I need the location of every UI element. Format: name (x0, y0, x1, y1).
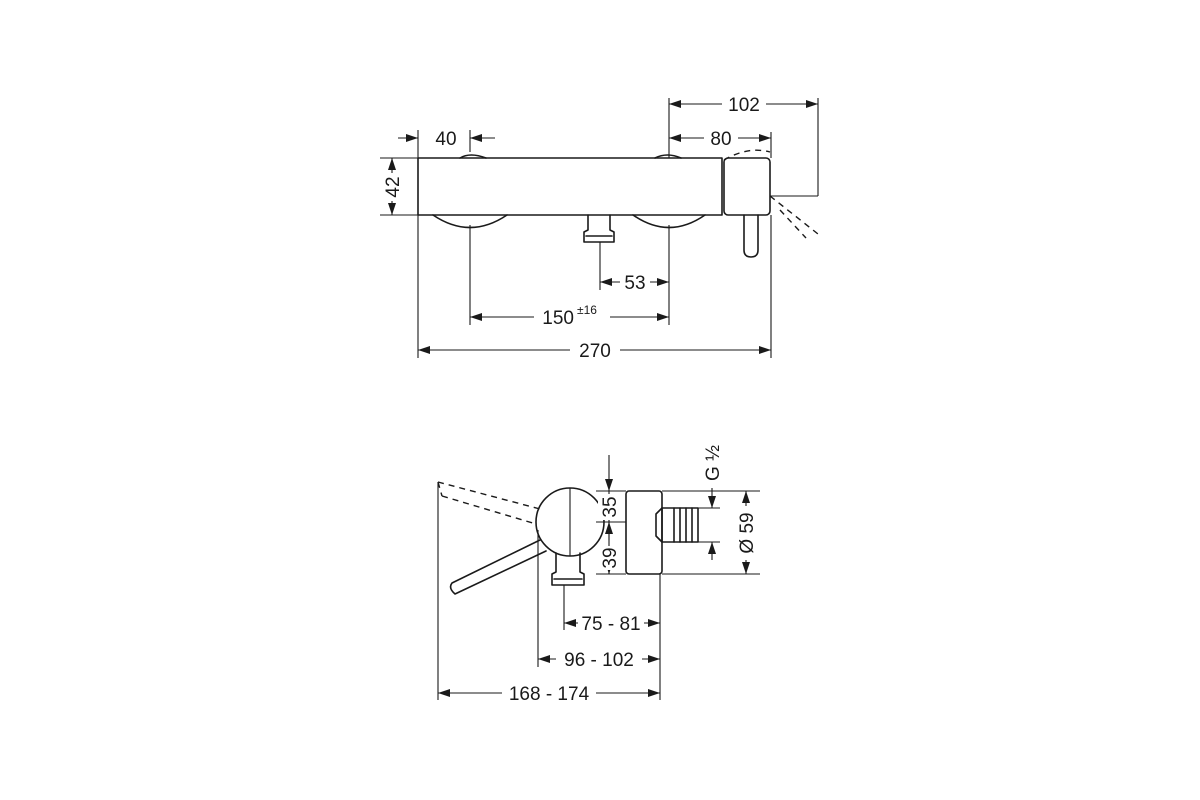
dimension-75-81: 75 - 81 (564, 611, 660, 635)
dim-outlet-offset-label: 53 (624, 273, 645, 294)
dimension-96-102: 96 - 102 (538, 647, 660, 671)
dimension-53: 53 (600, 270, 669, 294)
dim-diameter-label: Ø 59 (737, 512, 758, 553)
dimension-40: 40 (398, 129, 495, 150)
side-extension-lines (437, 482, 760, 700)
front-view: 270 150 ±16 53 40 80 (380, 92, 819, 362)
dimension-35-39: 35 39 (598, 455, 621, 574)
dim-inlet-spacing-label: 150 (542, 308, 574, 329)
dimension-150: 150 ±16 (470, 302, 669, 329)
dim-thread-label: G ½ (703, 445, 724, 481)
dim-handle-reach-label: 102 (728, 95, 760, 116)
dimension-g-half: G ½ (703, 445, 724, 560)
dim-handle-offset-label: 80 (710, 129, 731, 150)
dim-inlet-tolerance-label: ±16 (577, 303, 597, 317)
dim-body-height-label: 42 (383, 176, 404, 197)
dim-inlet-height-label: 39 (600, 547, 621, 568)
mixer-body-front (417, 149, 819, 258)
dimension-80: 80 (669, 126, 771, 150)
dimension-diameter-59: Ø 59 (735, 491, 758, 574)
dim-overall-width-label: 270 (579, 341, 611, 362)
dim-depth-overall-label: 168 - 174 (509, 684, 590, 705)
dim-cap-offset-label: 40 (435, 129, 456, 150)
dimension-168-174: 168 - 174 (438, 681, 660, 705)
mixer-body-side (437, 481, 699, 595)
side-view: 35 39 G ½ Ø 59 75 - 81 96 - 102 (437, 445, 760, 705)
dimension-102: 102 (669, 92, 818, 116)
dim-depth-outlet-label: 75 - 81 (581, 614, 640, 635)
dim-outlet-height-label: 35 (600, 496, 621, 517)
dimension-270: 270 (418, 338, 771, 362)
dim-depth-handle-label: 96 - 102 (564, 650, 634, 671)
dimension-42: 42 (380, 158, 404, 215)
